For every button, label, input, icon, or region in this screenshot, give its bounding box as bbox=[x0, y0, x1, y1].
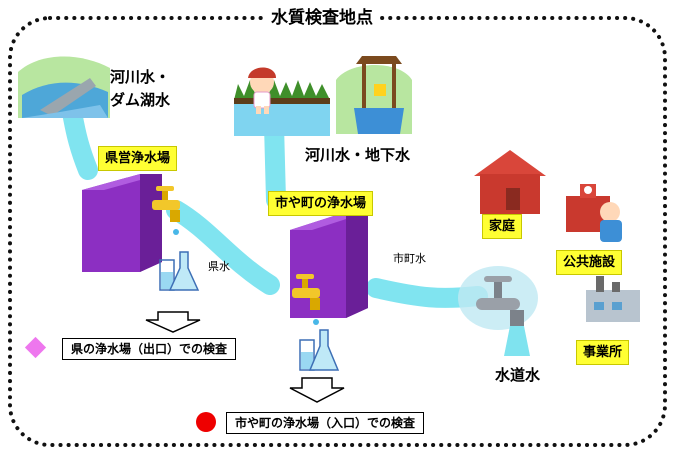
diagram-title: 水質検査地点 bbox=[265, 10, 379, 27]
pipe-pref-to-muni bbox=[166, 200, 280, 295]
faucet-icon bbox=[152, 186, 180, 235]
house-icon bbox=[474, 150, 546, 214]
municipal-plant-label: 市や町の浄水場 bbox=[268, 191, 374, 216]
muni-inlet-legend: 市や町の浄水場（入口）での検査 bbox=[226, 412, 425, 434]
public-facility-label: 公共施設 bbox=[556, 250, 623, 275]
child-icon bbox=[248, 67, 276, 114]
river-dam-label: 河川水・ ダム湖水 bbox=[110, 68, 171, 109]
faucet-icon bbox=[292, 274, 320, 325]
dotted-border bbox=[8, 16, 667, 447]
arrow-down-icon bbox=[145, 311, 201, 333]
tap-water-label: 水道水 bbox=[495, 366, 541, 384]
pipe-dam-to-pref bbox=[62, 102, 98, 180]
home-label: 家庭 bbox=[482, 214, 523, 239]
flask-icon bbox=[299, 329, 340, 371]
municipal-plant-box bbox=[290, 212, 368, 318]
tap-faucet-icon bbox=[458, 266, 538, 356]
flask-icon bbox=[159, 251, 200, 291]
prefectural-plant-label: 県営浄水場 bbox=[98, 146, 178, 171]
pref-outlet-marker bbox=[24, 336, 47, 359]
pref-water-label: 県水 bbox=[208, 260, 230, 273]
river-scene bbox=[234, 80, 330, 136]
business-label: 事業所 bbox=[576, 340, 630, 365]
pipe-river-to-muni bbox=[264, 115, 286, 210]
muni-water-label: 市町水 bbox=[393, 252, 426, 265]
arrow-down-icon bbox=[289, 377, 345, 403]
muni-inlet-marker bbox=[196, 412, 216, 432]
dam-icon bbox=[18, 56, 110, 118]
well-icon bbox=[336, 56, 412, 134]
pref-outlet-legend: 県の浄水場（出口）での検査 bbox=[62, 338, 237, 360]
school-icon bbox=[566, 184, 622, 242]
river-ground-label: 河川水・地下水 bbox=[305, 146, 411, 164]
prefectural-plant-box bbox=[82, 174, 162, 272]
